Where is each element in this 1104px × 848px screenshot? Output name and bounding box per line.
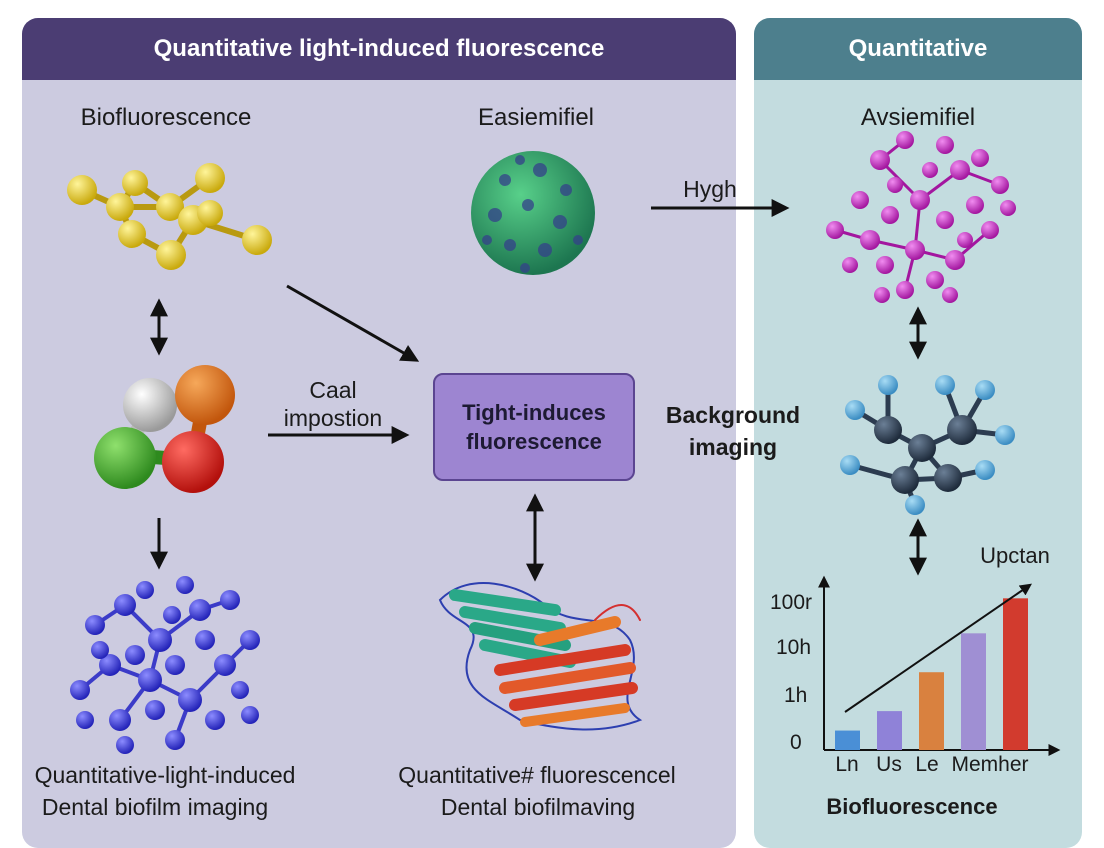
process-box-line1: Tight-induces [462, 400, 606, 425]
label-easiemifiel: Easiemifiel [477, 104, 595, 131]
magenta-molecule-icon [826, 131, 1016, 303]
chart-trend-arrow [844, 583, 1032, 713]
chart-bar-1 [877, 711, 902, 750]
chart-y-tick-1: 1h [784, 684, 808, 707]
chart-x-tick-1: Us [876, 753, 902, 776]
label-caal: Caal [309, 377, 357, 403]
label-background: Background [665, 402, 801, 428]
caption-bottom-mid-line2: Dental biofilmaving [440, 794, 636, 820]
process-box-light-induced: Tight-induces fluorescence [433, 373, 635, 481]
caption-bottom-left-line2: Dental biofilm imaging [41, 794, 269, 820]
tetra-molecule-icon [94, 365, 235, 493]
chart-x-tick-3: Memher [951, 753, 1029, 776]
green-cell-icon [471, 151, 595, 275]
chart-bar-4 [1003, 598, 1028, 750]
label-hygh: Hygh [683, 176, 737, 202]
label-impostion: impostion [283, 405, 383, 431]
left-panel-title: Quantitative light-induced fluorescence [22, 18, 736, 80]
yellow-molecule-icon [67, 163, 272, 270]
right-panel-title: Quantitative [754, 18, 1082, 80]
chart-trend-label: Upctan [980, 543, 1050, 568]
chart-y-tick-3: 100r [770, 591, 813, 614]
blue-molecule-icon [70, 576, 260, 754]
bar-chart [818, 575, 1061, 756]
chart-x-tick-0: Ln [835, 753, 859, 776]
chart-caption: Biofluorescence [826, 794, 998, 819]
chart-y-tick-0: 0 [790, 731, 802, 754]
navy-molecule-icon [840, 375, 1015, 515]
label-imaging: imaging [688, 434, 778, 460]
arrow-yellow-box [286, 284, 420, 362]
chart-x-tick-2: Le [915, 753, 939, 776]
chart-bar-0 [835, 730, 860, 750]
label-biofluorescence: Biofluorescence [80, 104, 252, 131]
process-box-line2: fluorescence [466, 429, 602, 454]
chart-y-tick-2: 10h [776, 636, 812, 659]
label-avsiemifiel: Avsiemifiel [860, 104, 976, 131]
caption-bottom-mid-line1: Quantitative# fluorescencel [398, 762, 676, 788]
chart-bar-3 [961, 633, 986, 750]
chart-bar-2 [919, 672, 944, 750]
connector-arrows [150, 199, 927, 582]
protein-ribbon-icon [438, 582, 643, 731]
caption-bottom-left-line1: Quantitative-light-induced [34, 762, 296, 788]
